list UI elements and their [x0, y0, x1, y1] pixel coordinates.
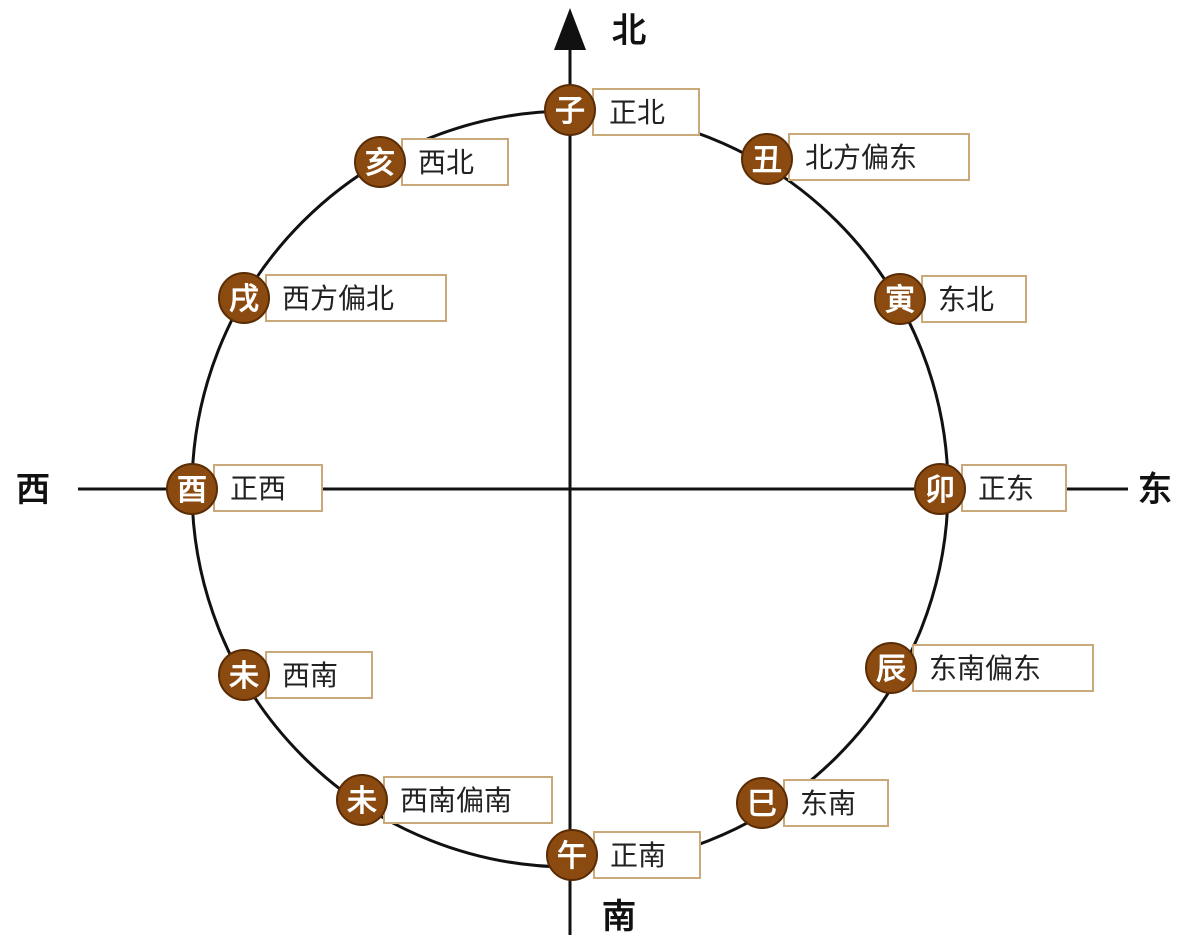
- branch-marker: 寅东北: [874, 273, 1027, 325]
- branch-badge: [741, 133, 793, 185]
- branch-character: 未: [229, 659, 259, 694]
- branch-badge: [914, 463, 966, 515]
- direction-label: 东南偏东: [929, 652, 1041, 685]
- branch-badge: [218, 649, 270, 701]
- branch-marker: 酉正西: [166, 463, 323, 515]
- direction-label: 西北: [418, 146, 474, 179]
- direction-label-box: [592, 88, 700, 136]
- east-label: 东: [1138, 470, 1172, 510]
- branch-badge: [736, 777, 788, 829]
- direction-label-box: [383, 776, 553, 824]
- branch-badge: [865, 642, 917, 694]
- direction-label-box: [401, 138, 509, 186]
- direction-label-box: [912, 644, 1094, 692]
- direction-label: 正东: [978, 472, 1034, 505]
- branch-badge: [874, 273, 926, 325]
- direction-label: 正北: [609, 96, 665, 129]
- branch-character: 戌: [229, 282, 259, 317]
- direction-label-box: [265, 274, 447, 322]
- branch-marker: 亥西北: [354, 136, 509, 188]
- branch-marker: 卯正东: [914, 463, 1067, 515]
- branch-character: 巳: [747, 787, 777, 822]
- branch-character: 午: [557, 839, 587, 874]
- branch-marker: 戌西方偏北: [218, 272, 447, 324]
- branch-marker: 午正南: [546, 829, 701, 881]
- branch-marker: 辰东南偏东: [865, 642, 1094, 694]
- branch-badge: [546, 829, 598, 881]
- branch-marker: 未西南偏南: [336, 774, 553, 826]
- branch-character: 子: [555, 94, 585, 129]
- branch-character: 酉: [177, 473, 207, 508]
- branch-badge: [544, 84, 596, 136]
- branch-marker: 巳东南: [736, 777, 889, 829]
- branch-character: 卯: [925, 473, 955, 508]
- direction-label: 正西: [230, 472, 286, 505]
- direction-label: 西南: [282, 659, 338, 692]
- direction-label: 北方偏东: [805, 141, 917, 174]
- branch-character: 丑: [752, 143, 782, 178]
- direction-label-box: [265, 651, 373, 699]
- direction-label-box: [783, 779, 889, 827]
- branch-marker: 未西南: [218, 649, 373, 701]
- direction-label-box: [921, 275, 1027, 323]
- direction-label: 东南: [800, 787, 856, 820]
- branch-badge: [218, 272, 270, 324]
- direction-label-box: [961, 464, 1067, 512]
- direction-label: 正南: [610, 839, 666, 872]
- branch-badge: [354, 136, 406, 188]
- branch-character: 辰: [876, 652, 906, 687]
- south-label: 南: [602, 897, 636, 937]
- branch-character: 亥: [365, 146, 395, 181]
- branch-badge: [166, 463, 218, 515]
- branch-marker: 子正北: [544, 84, 700, 136]
- branch-badge: [336, 774, 388, 826]
- branch-marker: 丑北方偏东: [741, 133, 970, 185]
- direction-label: 西方偏北: [282, 282, 394, 315]
- direction-label: 东北: [938, 283, 994, 316]
- north-arrow-icon: [554, 8, 586, 50]
- branch-character: 寅: [885, 283, 915, 318]
- west-label: 西: [16, 470, 50, 510]
- branch-character: 未: [347, 784, 377, 819]
- north-label: 北: [612, 11, 646, 51]
- direction-label: 西南偏南: [400, 784, 512, 817]
